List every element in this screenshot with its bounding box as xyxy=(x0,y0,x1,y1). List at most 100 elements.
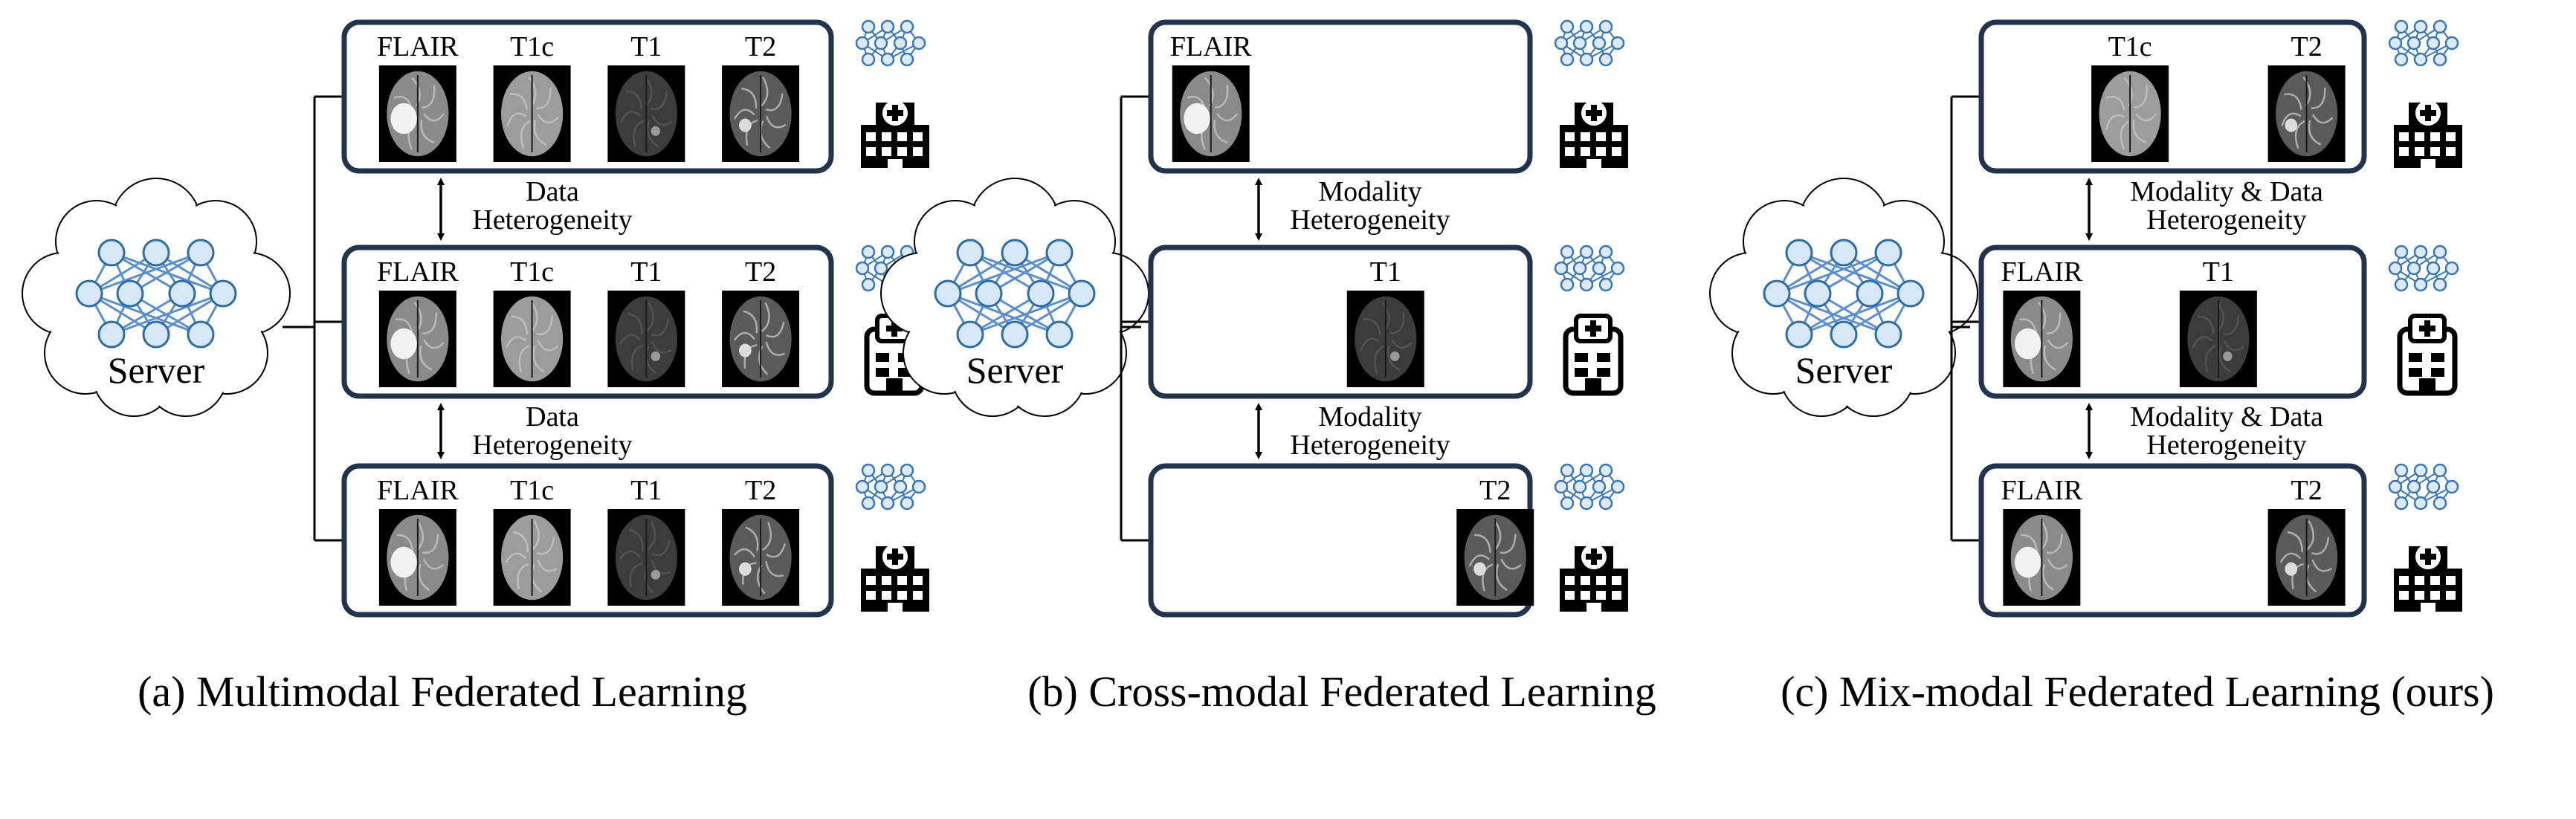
brain-mri-icon xyxy=(607,509,685,606)
brain-mri-icon xyxy=(2003,509,2081,606)
neural-network-icon xyxy=(2388,463,2459,511)
hospital-icon xyxy=(861,100,929,168)
server-cloud: Server xyxy=(22,178,291,417)
modality-label: FLAIR xyxy=(377,256,459,288)
neural-network-icon xyxy=(2388,19,2459,67)
brain-mri-icon xyxy=(493,509,571,606)
modality-label: T1c xyxy=(510,475,554,506)
brain-mri-icon xyxy=(722,65,800,162)
panel-caption: (c) Mix-modal Federated Learning (ours) xyxy=(1781,667,2494,716)
brain-mri-icon xyxy=(2003,291,2081,387)
server-connector xyxy=(1120,95,1151,542)
brain-mri-icon xyxy=(378,509,456,606)
link-label-line2: Heterogeneity xyxy=(472,430,632,461)
server-cloud: Server xyxy=(1709,178,1978,417)
neural-network-icon xyxy=(855,463,926,511)
panel-caption: (a) Multimodal Federated Learning xyxy=(138,667,747,716)
neural-network-icon xyxy=(2388,245,2459,292)
link-label-line2: Heterogeneity xyxy=(472,204,632,236)
link-label-line1: Modality xyxy=(1318,176,1421,207)
client-box: FLAIR xyxy=(1148,19,1628,174)
brain-mri-icon xyxy=(378,291,456,387)
modality-label: T2 xyxy=(1479,475,1511,506)
brain-mri-icon xyxy=(2267,509,2346,606)
brain-mri-icon xyxy=(493,65,571,162)
link-label-line2: Heterogeneity xyxy=(1290,430,1450,461)
brain-mri-icon xyxy=(378,65,456,162)
link-label-line1: Modality & Data xyxy=(2130,176,2323,207)
brain-mri-icon xyxy=(1172,65,1250,162)
hospital-icon xyxy=(1563,314,1624,396)
link-label-line2: Heterogeneity xyxy=(2146,430,2306,461)
client-box: T2 xyxy=(1148,463,1628,618)
hospital-icon xyxy=(2394,100,2462,168)
panel-caption: (b) Cross-modal Federated Learning xyxy=(1027,667,1656,716)
hospital-icon xyxy=(1560,544,1628,612)
link-label-line1: Data xyxy=(526,176,579,207)
link-label-line1: Data xyxy=(526,401,579,433)
hospital-icon xyxy=(2394,544,2462,612)
link-label-line2: Heterogeneity xyxy=(1290,204,1450,236)
server-label: Server xyxy=(1795,349,1893,391)
modality-label: FLAIR xyxy=(1170,31,1252,62)
neural-network-icon xyxy=(75,239,237,349)
brain-mri-icon xyxy=(2267,65,2346,162)
server-cloud: Server xyxy=(880,178,1149,417)
client-box: FLAIR T1c T1 T2 xyxy=(341,463,929,618)
server-connector xyxy=(283,95,344,542)
modality-label: T2 xyxy=(745,31,776,62)
modality-label: T2 xyxy=(745,256,776,288)
hospital-icon xyxy=(1560,100,1628,168)
brain-mri-icon xyxy=(722,291,800,387)
panel-b: ServerFLAIRT1T2ModalityHeterogeneityModa… xyxy=(880,19,1656,716)
brain-mri-icon xyxy=(1456,509,1534,606)
link-label-line1: Modality xyxy=(1318,401,1421,433)
modality-label: T1 xyxy=(630,31,662,62)
link-label-line2: Heterogeneity xyxy=(2146,204,2306,236)
link-label-line1: Modality & Data xyxy=(2130,401,2323,433)
modality-label: FLAIR xyxy=(377,31,459,62)
brain-mri-icon xyxy=(493,291,571,387)
client-box: FLAIR T1c T1 T2 xyxy=(341,19,929,174)
server-connector xyxy=(1950,95,1981,542)
neural-network-icon xyxy=(934,239,1096,349)
modality-label: T1 xyxy=(2203,256,2234,288)
modality-label: T1c xyxy=(510,31,554,62)
neural-network-icon xyxy=(855,19,926,67)
server-label: Server xyxy=(108,349,205,391)
modality-label: FLAIR xyxy=(2001,475,2082,506)
neural-network-icon xyxy=(1763,239,1925,349)
modality-label: T1c xyxy=(2108,31,2152,62)
modality-label: FLAIR xyxy=(2001,256,2082,288)
neural-network-icon xyxy=(1554,463,1625,511)
brain-mri-icon xyxy=(2091,65,2169,162)
server-label: Server xyxy=(966,349,1064,391)
client-box: T1 xyxy=(1148,245,1625,399)
brain-mri-icon xyxy=(722,509,800,606)
modality-label: T2 xyxy=(2291,475,2322,506)
brain-mri-icon xyxy=(607,65,685,162)
brain-mri-icon xyxy=(1346,291,1424,387)
neural-network-icon xyxy=(1554,245,1625,292)
modality-label: T1 xyxy=(630,256,662,288)
client-box: FLAIR T2 xyxy=(1978,463,2462,618)
modality-label: T2 xyxy=(745,475,776,506)
brain-mri-icon xyxy=(2179,291,2257,387)
client-box: FLAIR T1 xyxy=(1978,245,2459,399)
modality-label: FLAIR xyxy=(377,475,459,506)
hospital-icon xyxy=(861,544,929,612)
neural-network-icon xyxy=(1554,19,1625,67)
modality-label: T1 xyxy=(630,475,662,506)
modality-label: T2 xyxy=(2291,31,2322,62)
client-box: T1c T2 xyxy=(1978,19,2462,174)
brain-mri-icon xyxy=(607,291,685,387)
